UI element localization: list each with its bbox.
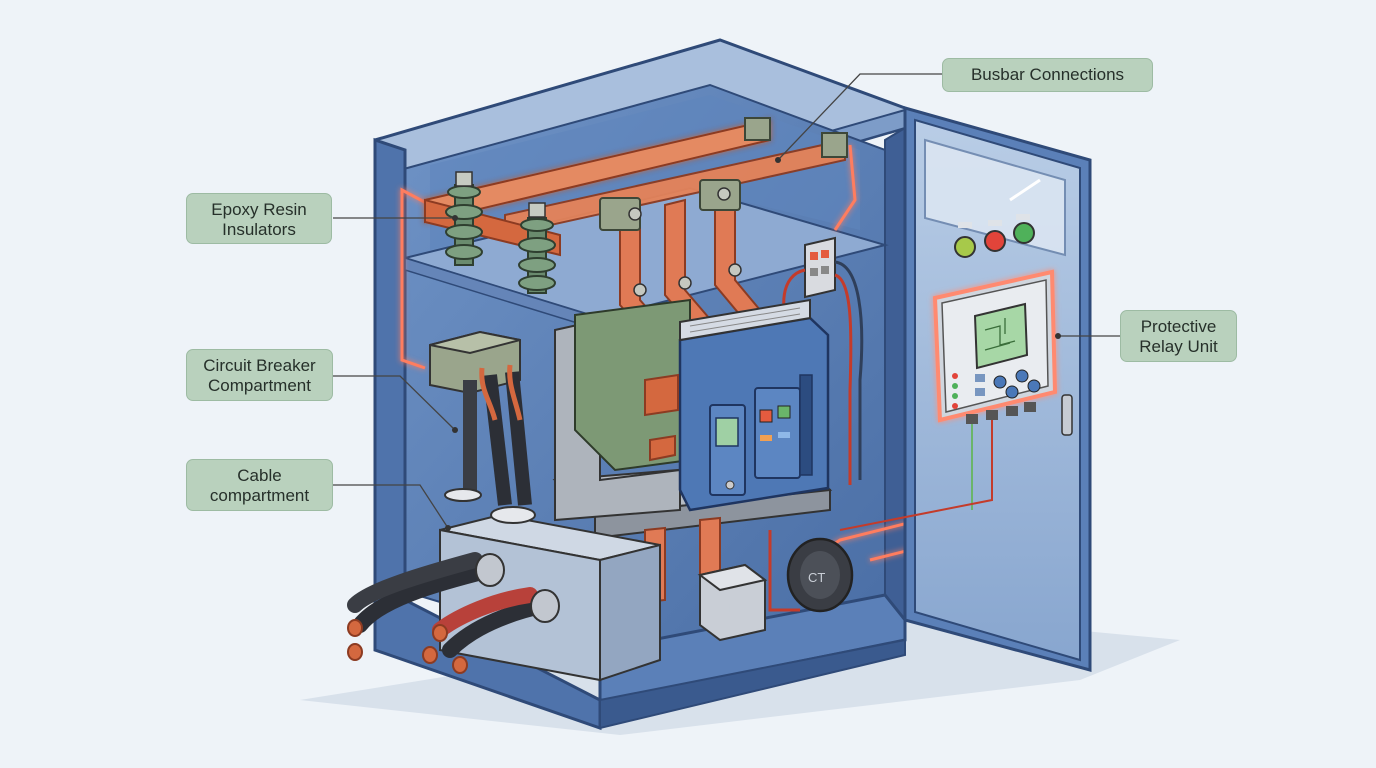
current-transformer: CT (768, 530, 854, 613)
callout-breaker-text-1: Circuit Breaker (203, 356, 316, 375)
leader-dots (445, 157, 1061, 531)
relay-unit (839, 269, 1058, 531)
terminal-block (782, 236, 864, 485)
indicator-lamps (954, 214, 1035, 258)
insulator-right (518, 202, 556, 294)
cable-bundle (347, 552, 560, 674)
callout-cable-text-1: Cable (237, 466, 282, 485)
callout-relay-text-2: Relay Unit (1139, 337, 1218, 356)
circuit-breaker (552, 298, 833, 604)
callout-relay-text-1: Protective (1140, 317, 1217, 336)
ct-label: CT (808, 570, 825, 585)
callout-busbar-text: Busbar Connections (970, 65, 1125, 84)
cable-termination (429, 330, 536, 524)
callout-protective-relay-unit: Protective Relay Unit (1120, 310, 1237, 362)
leader-lines (333, 73, 1120, 529)
callout-epoxy-text-2: Insulators (222, 220, 296, 239)
callout-circuit-breaker-compartment: Circuit Breaker Compartment (186, 349, 333, 401)
callout-epoxy-text-1: Epoxy Resin (211, 200, 307, 219)
callout-cable-compartment: Cable compartment (186, 459, 333, 511)
callout-cable-text-2: compartment (209, 486, 310, 505)
pt-label: PT (716, 600, 733, 615)
potential-transformer: PT (697, 563, 768, 642)
callout-breaker-text-2: Compartment (208, 376, 311, 395)
callout-epoxy-resin-insulators: Epoxy Resin Insulators (186, 193, 332, 244)
epoxy-insulators (445, 171, 556, 294)
callout-busbar-connections: Busbar Connections (942, 58, 1153, 92)
